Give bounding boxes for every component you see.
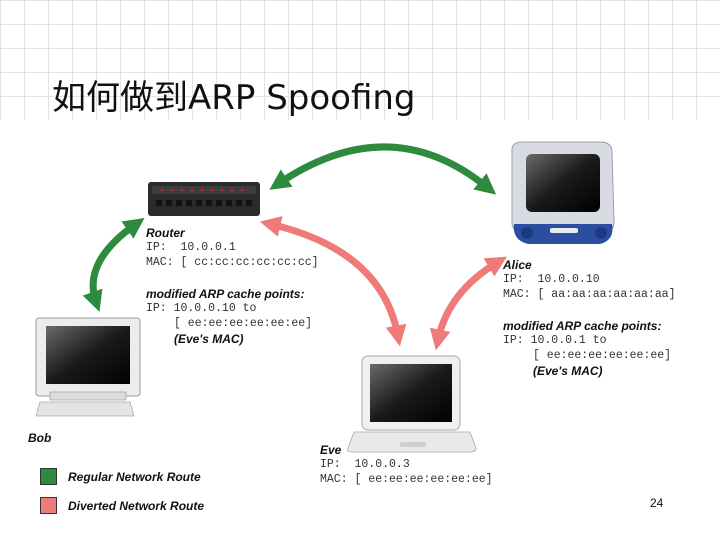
- diverted-route-arrow-router-eve: [259, 216, 407, 347]
- legend-regular-swatch: [40, 468, 57, 485]
- router-cache-note: (Eve's MAC): [174, 332, 244, 346]
- router-mac: MAC: [ cc:cc:cc:cc:cc:cc]: [146, 256, 319, 269]
- eve-ip: IP: 10.0.0.3: [320, 458, 410, 471]
- legend-diverted-label: Diverted Network Route: [68, 499, 205, 513]
- eve-name: Eve: [320, 443, 342, 457]
- bob-computer: [35, 317, 141, 417]
- regular-route-arrow-router-alice: [269, 143, 497, 195]
- legend-regular-label: Regular Network Route: [68, 470, 201, 484]
- diverted-route-arrow-alice-eve: [429, 256, 508, 351]
- alice-cache-title: modified ARP cache points:: [503, 319, 662, 333]
- alice-cache-ip: IP: 10.0.0.1 to: [503, 334, 607, 347]
- page-number: 24: [650, 496, 664, 510]
- eve-laptop: [347, 355, 477, 453]
- router-device: [148, 182, 260, 216]
- alice-mac: MAC: [ aa:aa:aa:aa:aa:aa]: [503, 288, 676, 301]
- router-cache-mac: [ ee:ee:ee:ee:ee:ee]: [174, 317, 313, 330]
- alice-cache-mac: [ ee:ee:ee:ee:ee:ee]: [533, 349, 672, 362]
- eve-mac: MAC: [ ee:ee:ee:ee:ee:ee]: [320, 473, 493, 486]
- slide-grid-background: [0, 0, 720, 120]
- slide-title: 如何做到ARP Spoofing: [52, 78, 416, 118]
- router-name: Router: [146, 226, 185, 240]
- legend-diverted-swatch: [40, 497, 57, 514]
- alice-name: Alice: [503, 258, 532, 272]
- alice-cache-note: (Eve's MAC): [533, 364, 603, 378]
- alice-ip: IP: 10.0.0.10: [503, 273, 600, 286]
- router-ip: IP: 10.0.0.1: [146, 241, 236, 254]
- router-cache-ip: IP: 10.0.0.10 to: [146, 302, 257, 315]
- bob-name: Bob: [28, 431, 52, 445]
- router-cache-title: modified ARP cache points:: [146, 287, 305, 301]
- regular-route-arrow-router-bob: [82, 217, 145, 312]
- alice-computer: [511, 141, 615, 244]
